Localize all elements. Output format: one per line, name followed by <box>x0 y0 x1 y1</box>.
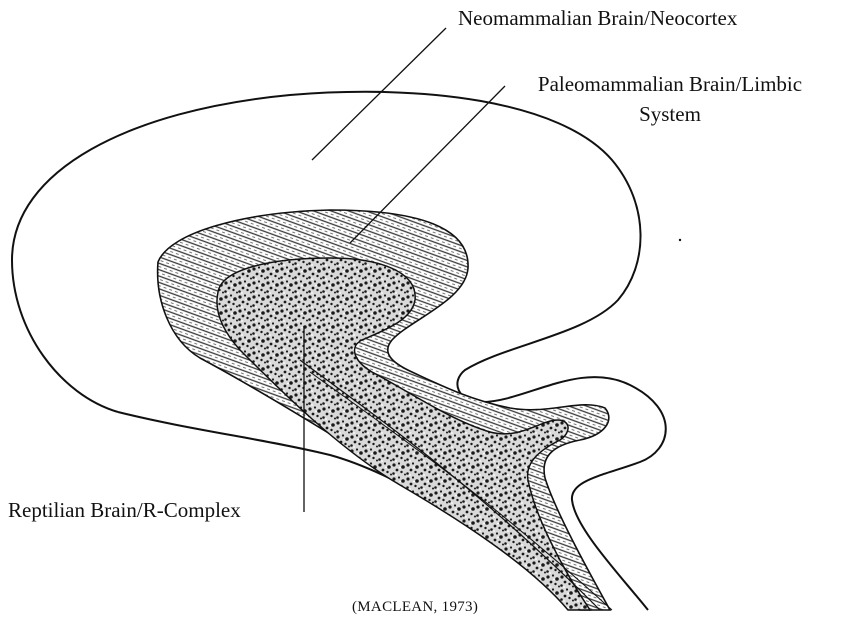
limbic-label-line2: System <box>520 102 820 126</box>
citation: (MACLEAN, 1973) <box>352 598 478 616</box>
neocortex-label: Neomammalian Brain/Neocortex <box>458 6 737 30</box>
stray-dot <box>679 239 681 241</box>
reptilian-region <box>217 258 590 610</box>
reptilian-label: Reptilian Brain/R-Complex <box>8 498 241 522</box>
limbic-leader-line <box>350 86 505 243</box>
limbic-label-line1: Paleomammalian Brain/Limbic <box>520 72 820 96</box>
